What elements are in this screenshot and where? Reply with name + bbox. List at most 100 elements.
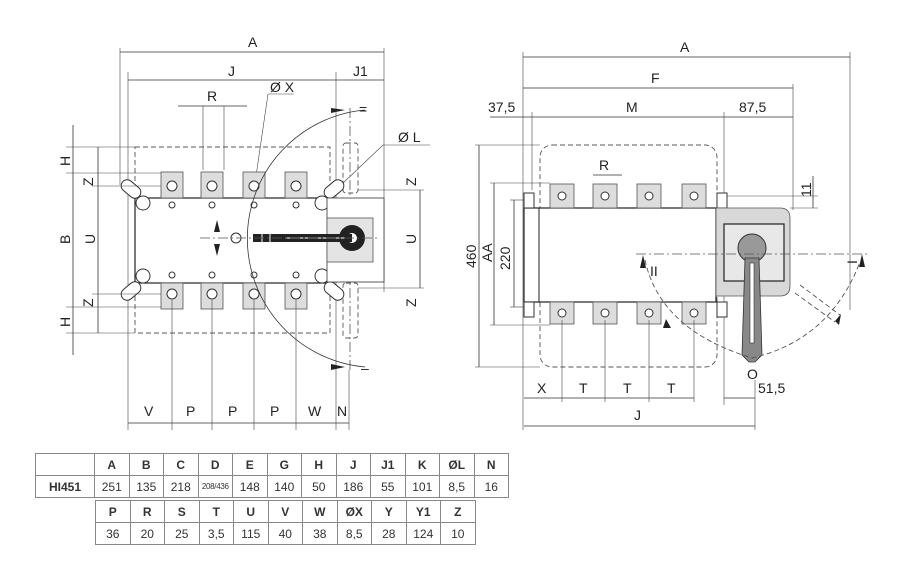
value-cell: 251 xyxy=(94,475,130,498)
header-cell: K xyxy=(404,453,440,476)
dimension-table-row1: A B C D E G H J J1 K ØL N HI451 251 135 … xyxy=(35,453,509,498)
header-cell: W xyxy=(302,500,338,523)
pos-label-ii-side: II xyxy=(650,263,658,279)
value-cell: 10 xyxy=(440,522,476,545)
dim-label-h-top: H xyxy=(57,156,73,166)
rotation-arc-side xyxy=(644,259,861,359)
dim-label-460: 460 xyxy=(463,244,479,268)
value-cell: 101 xyxy=(404,475,440,498)
terminals-top xyxy=(160,171,308,209)
side-view: A F 37,5 M 87,5 xyxy=(463,39,870,430)
value-cell: 135 xyxy=(128,475,164,498)
header-cell: P xyxy=(95,500,131,523)
value-cell: 218 xyxy=(163,475,199,498)
header-cell: V xyxy=(267,500,303,523)
side-bottom-dims: X T T T xyxy=(537,380,676,396)
pos-label-o-side: O xyxy=(747,366,758,382)
header-cell: Z xyxy=(440,500,476,523)
value-cell: 8,5 xyxy=(439,475,475,498)
dim-label-z-right-top: Z xyxy=(403,177,419,186)
dim-label-x: X xyxy=(537,380,547,396)
value-cell: 208/436 xyxy=(197,475,233,498)
dim-label-j: J xyxy=(228,63,235,79)
dim-label-r-side: R xyxy=(599,157,609,173)
dim-label-51-5: 51,5 xyxy=(758,380,785,396)
dim-label-m: M xyxy=(626,99,638,115)
dim-label-p2: P xyxy=(228,403,237,419)
dim-label-87-5: 87,5 xyxy=(739,99,766,115)
value-cell: 28 xyxy=(371,522,407,545)
pos-label-ii: = xyxy=(359,101,367,117)
model-cell: HI451 xyxy=(35,475,95,498)
header-cell: H xyxy=(301,453,337,476)
dim-label-t1: T xyxy=(579,380,588,396)
header-cell: S xyxy=(164,500,200,523)
dim-label-37-5: 37,5 xyxy=(488,99,515,115)
value-cell: 36 xyxy=(95,522,131,545)
dim-label-t2: T xyxy=(623,380,632,396)
header-cell: N xyxy=(473,453,509,476)
header-cell: A xyxy=(94,453,130,476)
dim-label-a: A xyxy=(248,34,258,50)
value-cell: 186 xyxy=(335,475,371,498)
header-cell: ØX xyxy=(336,500,372,523)
value-cell: 16 xyxy=(473,475,509,498)
dim-label-u-left: U xyxy=(82,234,98,244)
front-view: A J J1 R Ø X Ø L xyxy=(57,34,430,430)
value-cell: 148 xyxy=(232,475,268,498)
value-cell: 8,5 xyxy=(336,522,372,545)
dim-label-r: R xyxy=(207,88,217,104)
dim-label-ox: Ø X xyxy=(270,79,295,95)
value-cell: 124 xyxy=(405,522,441,545)
dim-label-a-side: A xyxy=(680,39,690,55)
dim-label-t3: T xyxy=(667,380,676,396)
front-bottom-dims: V P P P W N xyxy=(144,403,347,419)
header-cell: U xyxy=(233,500,269,523)
header-cell: E xyxy=(232,453,268,476)
header-cell: T xyxy=(198,500,234,523)
dim-label-z-right-bot: Z xyxy=(403,298,419,307)
dim-label-u-right: U xyxy=(403,234,419,244)
header-cell: C xyxy=(163,453,199,476)
pos-label-i-side: I xyxy=(844,260,860,264)
value-cell: 38 xyxy=(302,522,338,545)
value-cell: 140 xyxy=(266,475,302,498)
dim-label-w: W xyxy=(308,403,322,419)
header-cell: G xyxy=(266,453,302,476)
value-cell: 25 xyxy=(164,522,200,545)
pos-label-i: – xyxy=(361,360,369,376)
value-cell: 3,5 xyxy=(198,522,234,545)
header-cell: R xyxy=(129,500,165,523)
header-cell: J1 xyxy=(370,453,406,476)
dim-label-j1: J1 xyxy=(353,63,368,79)
dim-label-j-side: J xyxy=(634,407,641,423)
table-row: HI451 251 135 218 208/436 148 140 50 186… xyxy=(35,475,509,498)
rotation-arc xyxy=(247,109,366,368)
dim-label-b: B xyxy=(57,235,73,244)
dimension-table-row2: P R S T U V W ØX Y Y1 Z 36 20 25 3,5 115… xyxy=(95,500,476,545)
dim-label-220: 220 xyxy=(497,246,513,270)
header-cell: B xyxy=(128,453,164,476)
dim-label-n: N xyxy=(337,403,347,419)
header-cell: D xyxy=(197,453,233,476)
dim-label-z-top: Z xyxy=(80,177,96,186)
header-cell: ØL xyxy=(439,453,475,476)
value-cell: 20 xyxy=(129,522,165,545)
dim-label-11: 11 xyxy=(798,182,814,197)
header-cell: J xyxy=(335,453,371,476)
technical-drawing: A J J1 R Ø X Ø L xyxy=(57,34,870,430)
dim-label-v: V xyxy=(144,403,154,419)
dim-label-p3: P xyxy=(270,403,279,419)
table-header-row: P R S T U V W ØX Y Y1 Z xyxy=(95,500,476,523)
mounting-lugs xyxy=(120,179,345,301)
header-cell: Y1 xyxy=(405,500,441,523)
value-cell: 55 xyxy=(370,475,406,498)
value-cell: 50 xyxy=(301,475,337,498)
table-row: 36 20 25 3,5 115 40 38 8,5 28 124 10 xyxy=(95,522,476,545)
table-header-row: A B C D E G H J J1 K ØL N xyxy=(35,453,509,476)
dim-label-p1: P xyxy=(186,403,195,419)
dim-label-z-bot: Z xyxy=(80,298,96,307)
dim-label-aa: AA xyxy=(479,243,495,262)
value-cell: 115 xyxy=(233,522,269,545)
dim-label-h-bot: H xyxy=(57,317,73,327)
